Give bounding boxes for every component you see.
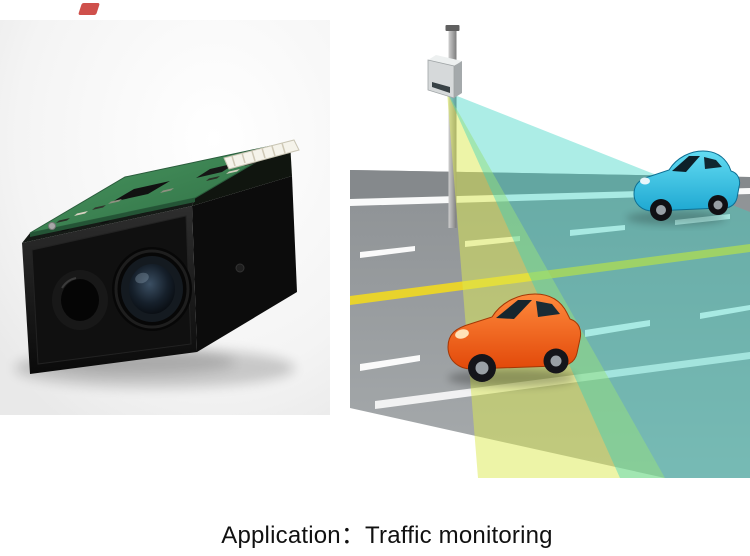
sensor-module-photo — [0, 0, 330, 420]
sensor-device — [427, 55, 462, 99]
car-blue-shadow — [626, 211, 726, 225]
small-ic-chip — [196, 163, 236, 178]
transmitter-lens — [52, 270, 108, 330]
car-orange-window — [536, 301, 560, 317]
caption: Application：Traffic monitoring — [221, 522, 553, 549]
car-orange-windshield — [496, 300, 532, 319]
car-blue — [626, 150, 741, 225]
main-ic-chip — [112, 181, 170, 202]
pole-cap — [445, 25, 460, 31]
traffic-monitoring-illustration — [320, 0, 750, 480]
car-blue-window — [704, 157, 722, 169]
receiver-lens — [112, 247, 192, 331]
car-blue-headlight — [640, 177, 650, 185]
pcb-board — [29, 139, 300, 237]
sensor-aperture — [432, 82, 450, 93]
pin-connector — [223, 139, 300, 170]
car-orange — [447, 293, 582, 387]
sensor-module-graphic — [0, 20, 330, 415]
pcb-screw — [48, 222, 56, 230]
housing-screw — [235, 263, 245, 273]
traffic-scene-graphic — [350, 25, 750, 478]
car-orange-headlight — [455, 329, 469, 339]
car-blue-windshield — [672, 156, 700, 172]
